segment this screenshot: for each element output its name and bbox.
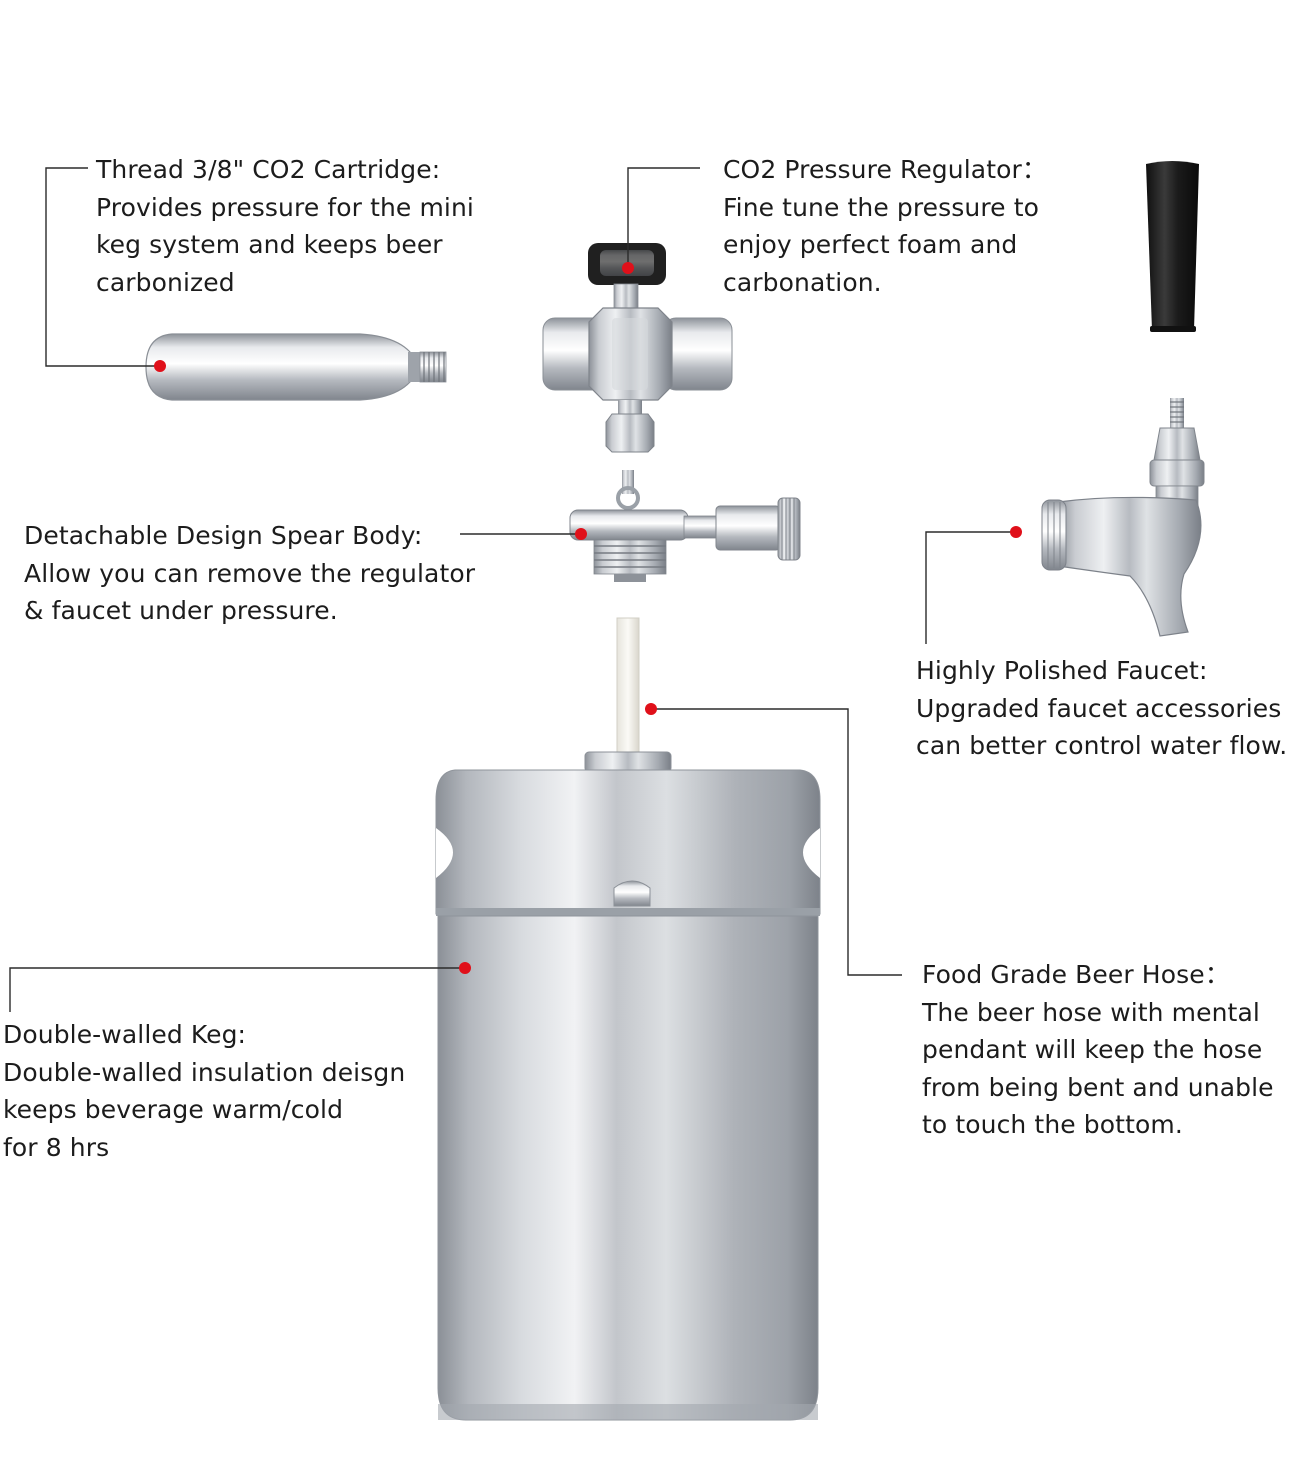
callout-text: carbonation. bbox=[723, 267, 882, 297]
callout-faucet: Highly Polished Faucet: Upgraded faucet … bbox=[916, 652, 1287, 765]
callout-text: enjoy perfect foam and bbox=[723, 230, 1018, 259]
callout-beer-hose: Food Grade Beer Hose： The beer hose with… bbox=[922, 956, 1274, 1144]
co2-regulator-illustration bbox=[542, 243, 733, 453]
faucet-illustration bbox=[1041, 398, 1205, 637]
callout-title: CO2 Pressure Regulator： bbox=[723, 155, 1047, 184]
spear-body-illustration bbox=[569, 470, 801, 582]
callout-text: keeps beverage warm/cold bbox=[3, 1095, 344, 1124]
callout-text: carbonized bbox=[96, 267, 235, 297]
callout-title: Highly Polished Faucet: bbox=[916, 656, 1208, 685]
leader-line-cartridge bbox=[45, 167, 160, 367]
callout-text: can better control water flow. bbox=[916, 731, 1288, 760]
callout-text: Upgraded faucet accessories bbox=[916, 693, 1282, 723]
callout-text: Allow you can remove the regulator bbox=[24, 558, 476, 588]
keg-illustration bbox=[435, 751, 821, 1421]
marker-dot-spear bbox=[575, 528, 587, 540]
callout-co2-cartridge: Thread 3/8" CO2 Cartridge: Provides pres… bbox=[96, 151, 474, 301]
callout-text: Provides pressure for the mini bbox=[96, 192, 474, 222]
callout-text: keg system and keeps beer bbox=[96, 230, 443, 259]
callout-title: Double-walled Keg: bbox=[3, 1020, 247, 1049]
co2-cartridge-illustration bbox=[145, 333, 447, 401]
leader-line-keg bbox=[9, 967, 465, 1012]
marker-dot-hose bbox=[645, 703, 657, 715]
callout-title: Detachable Design Spear Body: bbox=[24, 521, 423, 550]
callout-text: from being bent and unable bbox=[922, 1072, 1274, 1102]
callout-text: The beer hose with mental bbox=[922, 997, 1260, 1027]
callout-text: Fine tune the pressure to bbox=[723, 192, 1040, 222]
leader-line-faucet bbox=[925, 531, 1016, 644]
tap-handle-illustration bbox=[1146, 161, 1199, 332]
callout-text: for 8 hrs bbox=[3, 1132, 110, 1162]
callout-text: pendant will keep the hose bbox=[922, 1035, 1263, 1064]
callout-double-walled-keg: Double-walled Keg: Double-walled insulat… bbox=[3, 1016, 405, 1166]
marker-dot-cartridge bbox=[154, 360, 166, 372]
marker-dot-faucet bbox=[1010, 526, 1022, 538]
marker-dot-keg bbox=[459, 962, 471, 974]
callout-text: Double-walled insulation deisgn bbox=[3, 1057, 406, 1087]
callout-text: & faucet under pressure. bbox=[24, 596, 338, 625]
callout-spear-body: Detachable Design Spear Body: Allow you … bbox=[24, 517, 475, 630]
leader-line-regulator bbox=[627, 167, 700, 268]
leader-line-hose bbox=[651, 708, 902, 976]
marker-dot-regulator bbox=[622, 262, 634, 274]
callout-text: to touch the bottom. bbox=[922, 1110, 1183, 1139]
callout-title: Thread 3/8" CO2 Cartridge: bbox=[96, 155, 441, 184]
beer-hose-illustration bbox=[616, 617, 640, 767]
callout-co2-regulator: CO2 Pressure Regulator： Fine tune the pr… bbox=[723, 151, 1047, 301]
callout-title: Food Grade Beer Hose： bbox=[922, 960, 1230, 989]
